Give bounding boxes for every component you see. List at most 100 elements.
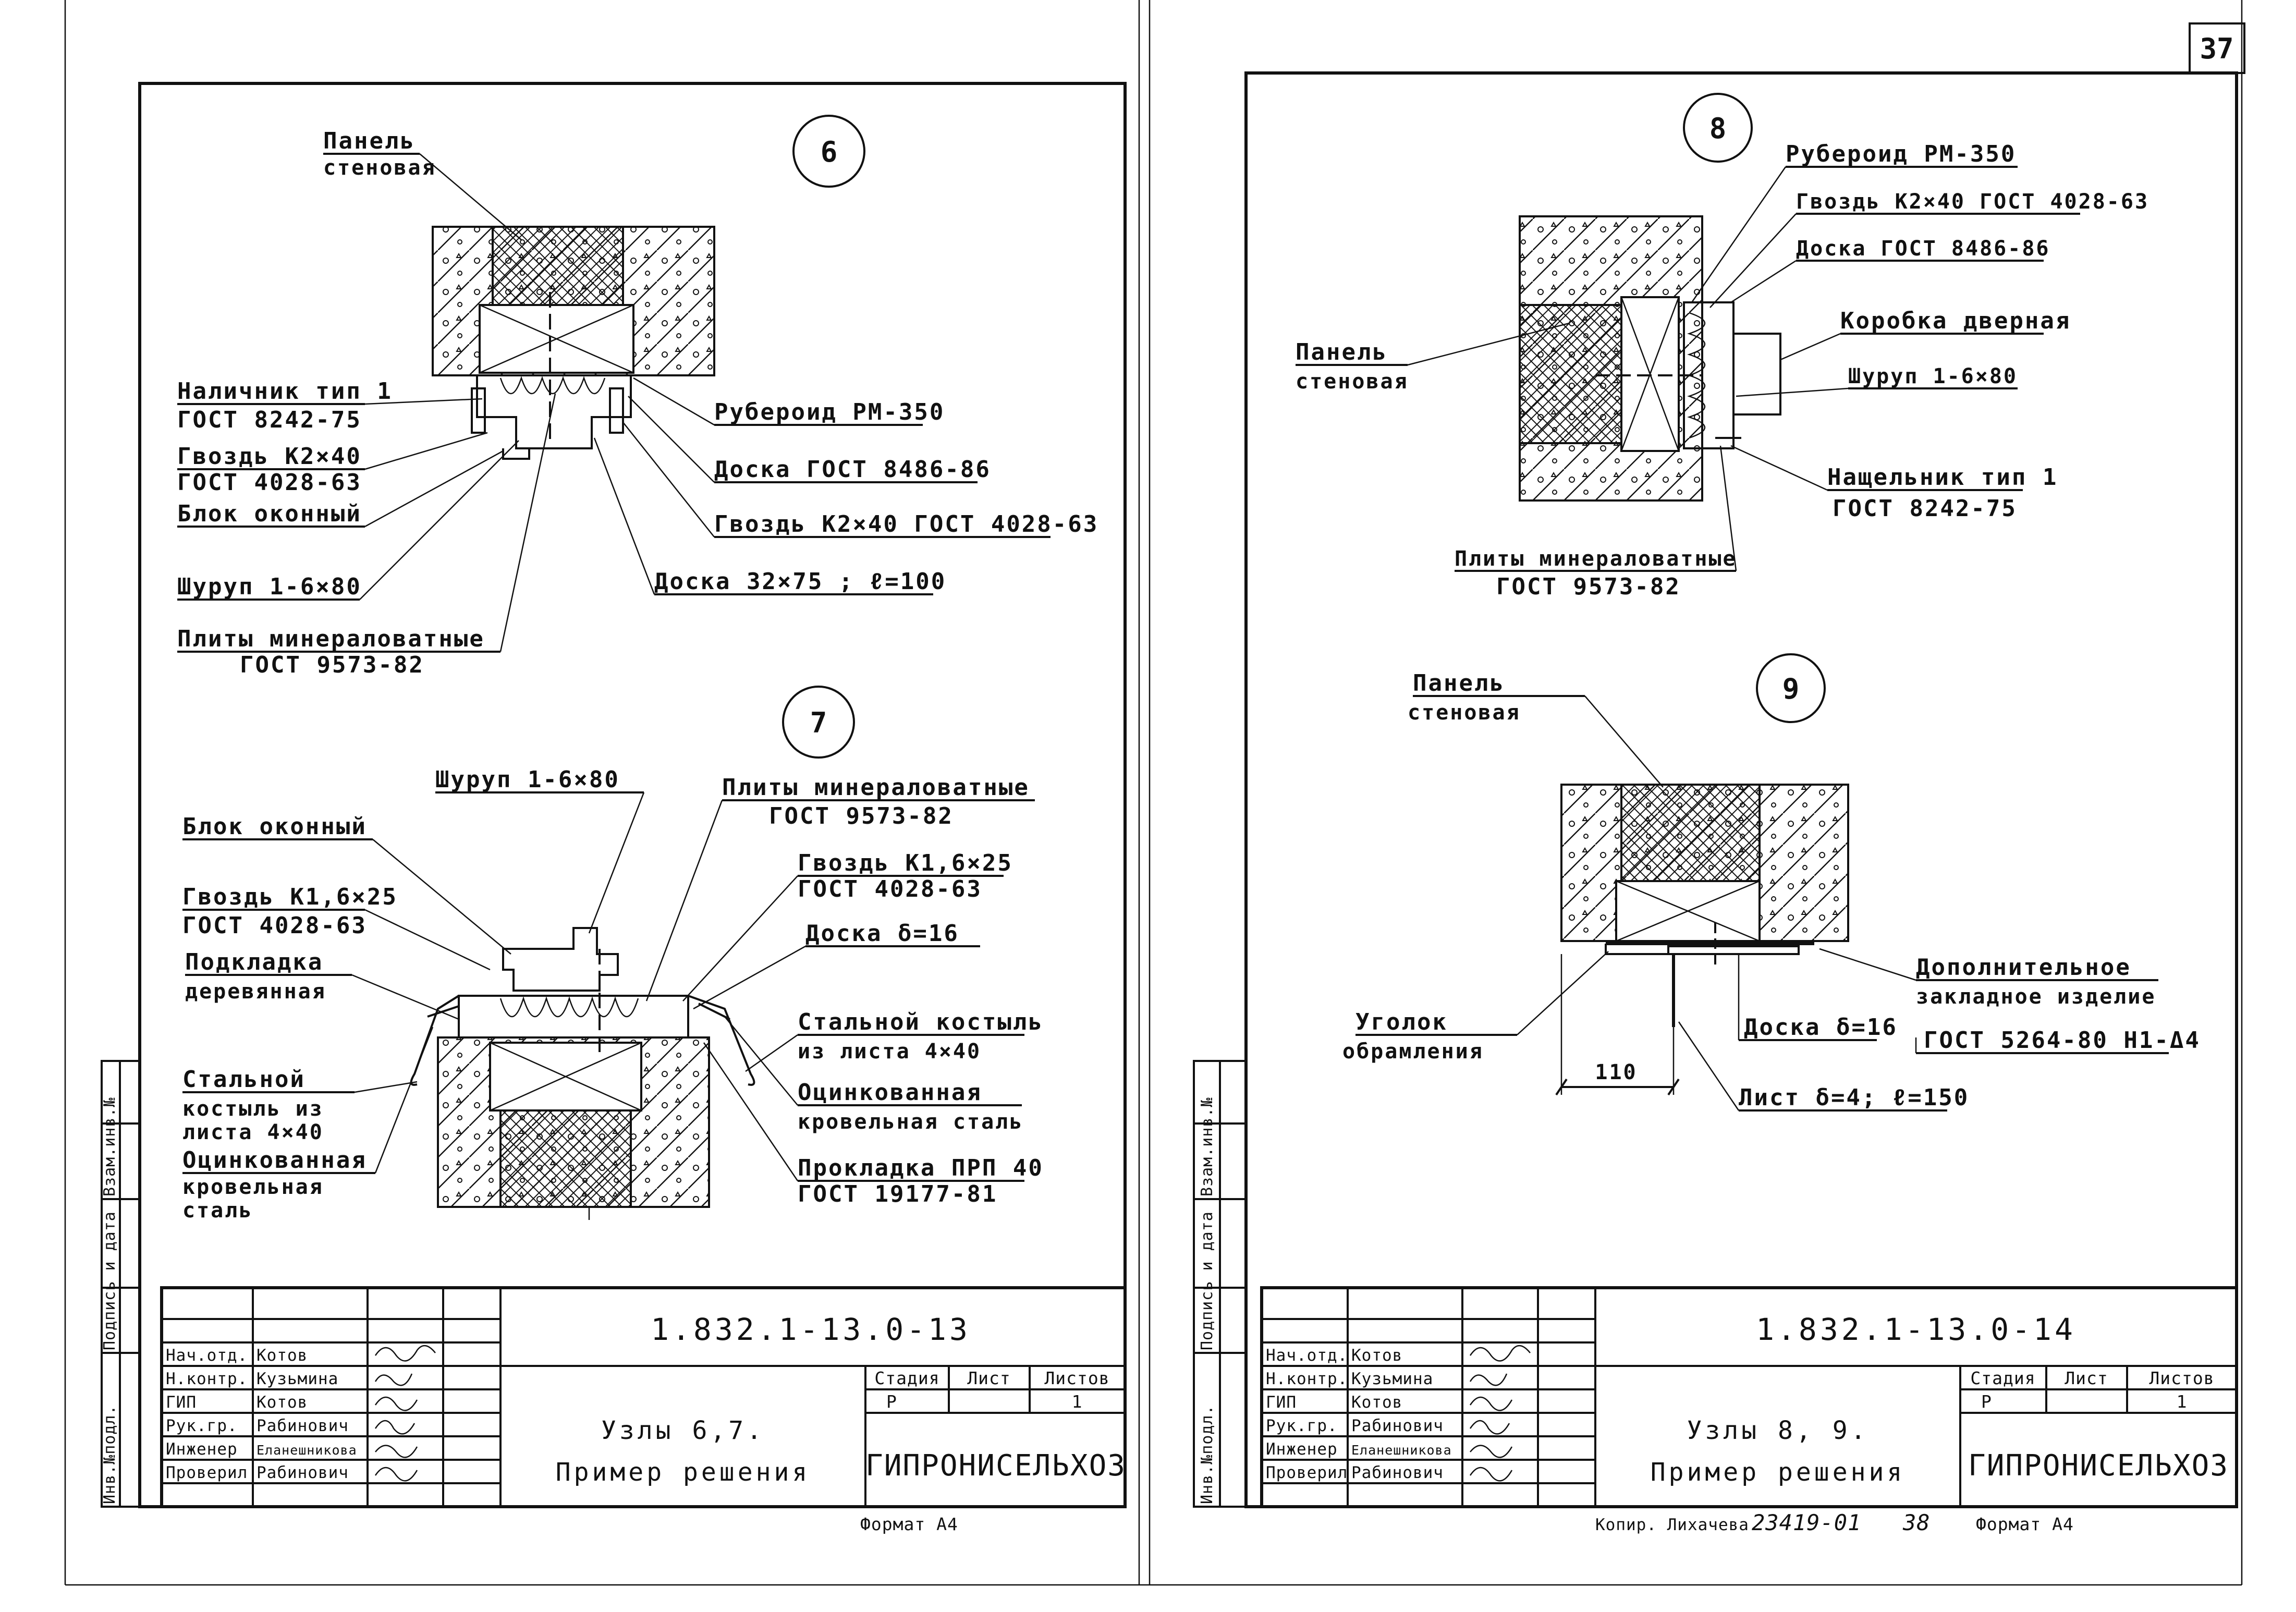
tb-role-5-right: Проверил: [1266, 1463, 1348, 1482]
d9-angle-1: Уголок: [1355, 1009, 1448, 1035]
stage-right: Р: [1981, 1391, 1992, 1412]
d6-wool-1: Плиты минераловатные: [177, 626, 485, 652]
d7-wool-1: Плиты минераловатные: [722, 774, 1030, 801]
outer-frame: [64, 0, 2243, 1586]
d9-dim: 110: [1595, 1060, 1637, 1084]
sheet-number: 37: [2200, 32, 2233, 65]
title-1-right: Узлы 8, 9.: [1687, 1416, 1869, 1445]
d7-gasket-1: Прокладка ПРП 40: [798, 1155, 1044, 1181]
d6-panel-2: стеновая: [323, 156, 436, 180]
d9-angle-2: обрамления: [1342, 1040, 1484, 1064]
d7-pad-1: Подкладка: [185, 949, 323, 975]
d6-wool-2: ГОСТ 9573-82: [240, 652, 424, 678]
d6-panel-1: Панель: [323, 128, 416, 154]
tb-role-1-right: Н.контр.: [1266, 1370, 1348, 1388]
side-sign-date-right: Подпись и дата: [1198, 1211, 1216, 1350]
tb-name-0-right: Котов: [1351, 1346, 1402, 1365]
d7-pad-2: деревянная: [185, 980, 326, 1004]
d7-zinc-left-2: кровельная: [182, 1175, 324, 1199]
sheets-hdr-right: Листов: [2149, 1368, 2214, 1388]
tb-role-4-left: Инженер: [166, 1440, 238, 1459]
d7-window-block: Блок оконный: [182, 813, 367, 840]
d7-nail-left-1: Гвоздь К1,6×25: [182, 884, 398, 910]
tb-name-3-right: Рабинович: [1351, 1416, 1444, 1435]
tb-name-0-left: Котов: [257, 1346, 308, 1365]
d6-casing-2: ГОСТ 8242-75: [177, 407, 362, 433]
tb-name-1-right: Кузьмина: [1351, 1370, 1433, 1388]
d8-casing-1: Нащельник тип 1: [1827, 464, 2058, 491]
d6-screw: Шуруп 1-6×80: [177, 573, 362, 600]
tb-name-2-left: Котов: [257, 1393, 308, 1412]
d8-screw: Шуруп 1-6×80: [1848, 364, 2018, 388]
doc-code-left: 1.832.1-13.0-13: [651, 1312, 971, 1347]
detail-6-marker: 6: [821, 136, 838, 168]
d6-casing-1: Наличник тип 1: [177, 378, 393, 405]
firm-left: ГИПРОНИСЕЛЬХОЗ: [865, 1449, 1126, 1483]
title-2-right: Пример решения: [1651, 1458, 1906, 1487]
tb-role-2-right: ГИП: [1266, 1393, 1297, 1412]
sheets-right: 1: [2177, 1391, 2188, 1412]
tb-role-4-right: Инженер: [1266, 1440, 1338, 1459]
d9-sheet: Лист δ=4; ℓ=150: [1739, 1084, 1969, 1111]
tb-role-5-left: Проверил: [166, 1463, 248, 1482]
detail-9: 9 110 Панель стеновая Дополнительное: [1342, 653, 2199, 1112]
side-vzam: Взам.инв.№: [101, 1097, 119, 1196]
d6-window-block: Блок оконный: [177, 500, 362, 527]
d9-panel-2: стеновая: [1408, 701, 1521, 725]
d8-board: Доска ГОСТ 8486-86: [1796, 237, 2050, 261]
detail-7: 7 Шуруп 1-6×80 Плиты минераловатные: [182, 686, 1044, 1223]
format-right: Формат А4: [1976, 1514, 2074, 1534]
d7-nail-right-2: ГОСТ 4028-63: [798, 876, 982, 902]
tb-name-5-left: Рабинович: [257, 1463, 349, 1482]
side-sign-date: Подпись и дата: [101, 1211, 119, 1350]
right-sheet: Инв.№подл. Подпись и дата Взам.инв.№ 8 Р…: [1193, 71, 2238, 1535]
tb-name-2-right: Котов: [1351, 1393, 1402, 1412]
d6-ruberoid: Рубероид РМ-350: [714, 399, 945, 425]
d7-zinc-left-1: Оцинкованная: [182, 1147, 367, 1174]
d7-zinc-left-3: сталь: [182, 1199, 253, 1223]
title-2-left: Пример решения: [556, 1458, 811, 1487]
d6-board: Доска ГОСТ 8486-86: [714, 456, 991, 483]
sheet-hdr-left: Лист: [967, 1368, 1010, 1388]
order-sheet: 38: [1902, 1510, 1931, 1535]
tb-role-3-right: Рук.гр.: [1266, 1416, 1338, 1435]
d7-gasket-2: ГОСТ 19177-81: [798, 1181, 997, 1207]
tb-name-1-left: Кузьмина: [257, 1370, 338, 1388]
detail-7-marker: 7: [810, 706, 827, 739]
d7-crutch-right-1: Стальной костыль: [798, 1009, 1044, 1035]
stage-hdr-right: Стадия: [1970, 1368, 2035, 1388]
side-inv-podl: Инв.№подл.: [101, 1405, 119, 1504]
d6-board-size: Доска 32×75 ; ℓ=100: [654, 568, 946, 595]
d8-wool-2: ГОСТ 9573-82: [1496, 573, 1681, 600]
title-1-left: Узлы 6,7.: [601, 1416, 765, 1445]
stage-left: Р: [886, 1391, 897, 1412]
d8-door-frame: Коробка дверная: [1840, 308, 2071, 334]
d9-extra-1: Дополнительное: [1916, 954, 2131, 981]
tb-role-0-left: Нач.отд.: [166, 1346, 248, 1365]
side-vzam-right: Взам.инв.№: [1198, 1097, 1216, 1196]
stage-hdr-left: Стадия: [874, 1368, 939, 1388]
format-left: Формат А4: [860, 1514, 958, 1534]
tb-name-4-left: Еланешникова: [257, 1443, 357, 1458]
tb-role-0-right: Нач.отд.: [1266, 1346, 1348, 1365]
detail-9-marker: 9: [1782, 673, 1800, 705]
tb-name-4-right: Еланешникова: [1351, 1443, 1452, 1458]
d8-nail: Гвоздь К2×40 ГОСТ 4028-63: [1796, 190, 2149, 214]
d6-nail-2: ГОСТ 4028-63: [177, 469, 362, 496]
d6-nail-right: Гвоздь К2×40 ГОСТ 4028-63: [714, 511, 1098, 538]
tb-role-1-left: Н.контр.: [166, 1370, 248, 1388]
d7-crutch-left-3: листа 4×40: [182, 1120, 324, 1144]
d7-screw: Шуруп 1-6×80: [435, 766, 620, 793]
d6-nail-1: Гвоздь К2×40: [177, 443, 362, 470]
d7-wool-2: ГОСТ 9573-82: [769, 803, 954, 829]
d7-crutch-right-2: из листа 4×40: [798, 1040, 981, 1064]
d8-wool-1: Плиты минераловатные: [1455, 547, 1737, 571]
sheet-hdr-right: Лист: [2065, 1368, 2108, 1388]
d8-ruberoid: Рубероид РМ-350: [1786, 141, 2016, 167]
doc-code-right: 1.832.1-13.0-14: [1756, 1312, 2076, 1347]
d7-nail-left-2: ГОСТ 4028-63: [182, 912, 367, 939]
firm-right: ГИПРОНИСЕЛЬХОЗ: [1968, 1449, 2229, 1483]
d7-crutch-left-1: Стальной: [182, 1066, 306, 1093]
sheets-hdr-left: Листов: [1044, 1368, 1109, 1388]
